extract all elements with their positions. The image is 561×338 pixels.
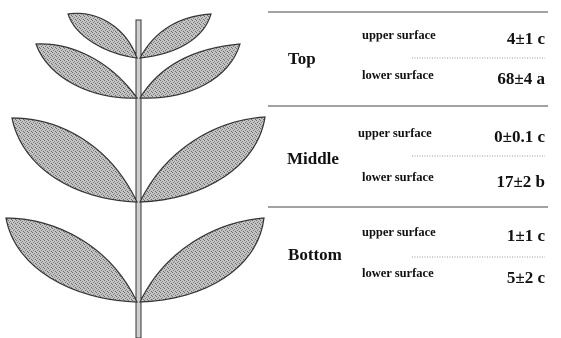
position-label-bottom: Bottom [288, 245, 342, 264]
bottom-left-leaf [6, 218, 137, 302]
position-label-middle: Middle [287, 149, 339, 168]
middle-right-leaf [140, 117, 265, 202]
section-bottom: Bottom upper surface 1±1 c lower surface… [288, 225, 545, 287]
upper-surface-label-middle: upper surface [358, 126, 432, 140]
lower-value-top: 68±4 a [497, 69, 545, 88]
upper-surface-label-top: upper surface [362, 28, 436, 42]
section-middle: Middle upper surface 0±0.1 c lower surfa… [287, 126, 545, 191]
lower-surface-label-middle: lower surface [362, 170, 434, 184]
position-label-top: Top [288, 49, 316, 68]
section-top: Top upper surface 4±1 c lower surface 68… [288, 28, 545, 88]
upper-value-middle: 0±0.1 c [494, 127, 545, 146]
upper-value-bottom: 1±1 c [507, 226, 546, 245]
lower-value-bottom: 5±2 c [507, 268, 546, 287]
upper-surface-label-bottom: upper surface [362, 225, 436, 239]
middle-left-leaf [12, 118, 137, 202]
bottom-right-leaf [140, 218, 264, 302]
lower-value-middle: 17±2 b [496, 172, 545, 191]
upper-value-top: 4±1 c [507, 29, 546, 48]
lower-surface-label-top: lower surface [362, 68, 434, 82]
lower-surface-label-bottom: lower surface [362, 266, 434, 280]
plant-illustration [6, 13, 265, 338]
stem [136, 20, 141, 338]
